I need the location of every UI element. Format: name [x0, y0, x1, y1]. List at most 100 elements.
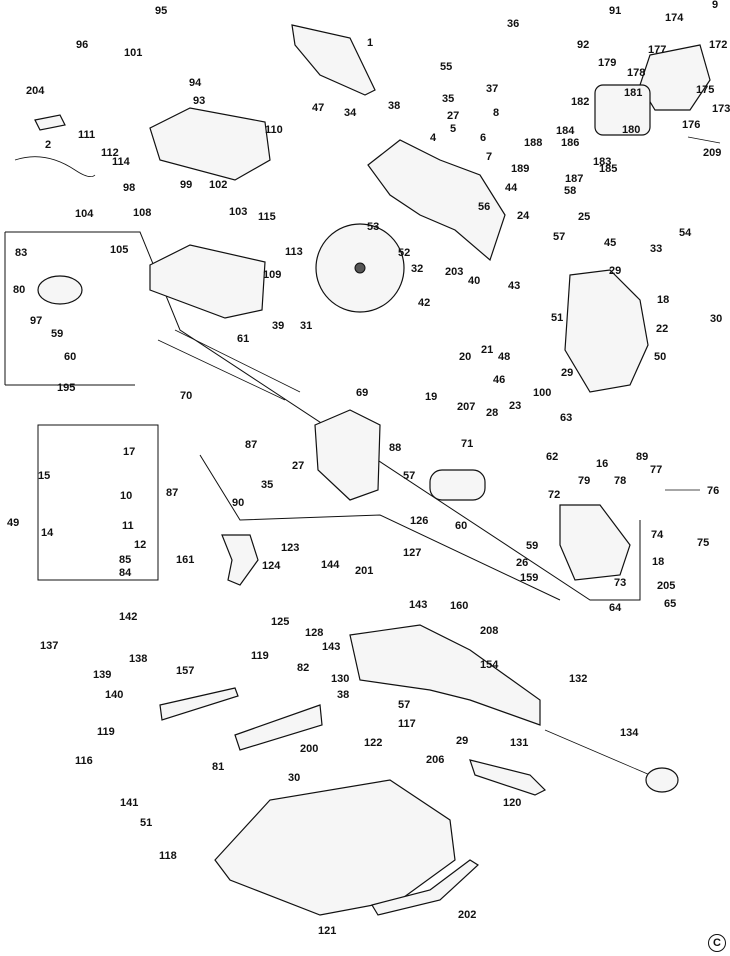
power-cord: [14, 156, 96, 178]
callout: 80: [13, 284, 26, 296]
callout: 118: [159, 850, 177, 862]
pin-209: [687, 136, 721, 144]
callout: 157: [176, 665, 195, 677]
callout: 138: [129, 653, 148, 665]
callout: 174: [665, 12, 684, 24]
callout: 27: [447, 110, 460, 122]
lock-handle-knob: [645, 767, 679, 793]
callout: 103: [229, 206, 248, 218]
callout: 57: [403, 470, 416, 482]
callout: 119: [97, 726, 115, 738]
callout: 74: [651, 529, 664, 541]
callout: 110: [265, 124, 283, 136]
lock-handle-shaft: [544, 729, 651, 776]
callout: 69: [356, 387, 369, 399]
callout: 6: [480, 132, 487, 144]
rail-upper: [157, 339, 286, 401]
callout: 98: [123, 182, 136, 194]
callout: 139: [93, 669, 112, 681]
callout: 111: [78, 129, 96, 141]
callout: 112: [101, 147, 119, 159]
callout: 87: [166, 487, 179, 499]
callout: 7: [486, 151, 493, 163]
operating-handle: [221, 534, 259, 586]
callout: 88: [389, 442, 402, 454]
callout: 24: [517, 210, 530, 222]
callout: 48: [498, 351, 511, 363]
callout: 10: [120, 490, 133, 502]
callout: 120: [503, 797, 522, 809]
callout: 187: [565, 173, 584, 185]
callout: 78: [614, 475, 627, 487]
callout: 15: [38, 470, 51, 482]
callout: 182: [571, 96, 590, 108]
copyright-symbol: C: [708, 934, 726, 952]
callout: 99: [180, 179, 193, 191]
callout: 126: [410, 515, 429, 527]
lower-housing: [149, 244, 266, 319]
assembly-49-frame: [37, 424, 159, 581]
saw-blade-hub: [354, 262, 366, 274]
callout: 141: [120, 797, 139, 809]
callout: 50: [654, 351, 667, 363]
callout: 179: [598, 57, 617, 69]
callout: 205: [657, 580, 676, 592]
callout: 176: [682, 119, 701, 131]
fence-right: [234, 704, 323, 751]
callout: 9: [712, 0, 719, 11]
callout: 154: [480, 659, 499, 671]
callout: 62: [546, 451, 559, 463]
callout: 109: [263, 269, 282, 281]
callout: 76: [707, 485, 720, 497]
callout: 58: [564, 185, 577, 197]
callout: 29: [561, 367, 574, 379]
slide-carriage: [314, 409, 381, 501]
bevel-bracket: [559, 504, 631, 581]
callout: 108: [133, 207, 152, 219]
callout: 82: [297, 662, 310, 674]
callout: 186: [561, 137, 580, 149]
callout: 209: [703, 147, 722, 159]
callout: 39: [272, 320, 285, 332]
bevel-lock-lever: [469, 759, 547, 796]
callout: 65: [664, 598, 677, 610]
callout: 117: [398, 718, 416, 730]
callout: 17: [123, 446, 136, 458]
callout: 124: [262, 560, 281, 572]
callout: 38: [388, 100, 401, 112]
callout: 159: [520, 572, 539, 584]
callout: 177: [648, 44, 667, 56]
callout: 52: [398, 247, 411, 259]
callout: 161: [176, 554, 195, 566]
callout: 54: [679, 227, 692, 239]
callout: 85: [119, 554, 132, 566]
callout: 71: [461, 438, 474, 450]
callout: 92: [577, 39, 590, 51]
fence: [159, 687, 239, 721]
callout: 188: [524, 137, 543, 149]
callout: 46: [493, 374, 506, 386]
callout: 125: [271, 616, 290, 628]
callout: 184: [556, 125, 575, 137]
callout: 61: [237, 333, 250, 345]
warning-label: [34, 114, 66, 131]
callout: 14: [41, 527, 54, 539]
callout: 87: [245, 439, 258, 451]
callout: 113: [285, 246, 303, 258]
callout: 35: [261, 479, 274, 491]
callout: 172: [709, 39, 728, 51]
callout: 202: [458, 909, 477, 921]
callout: 130: [331, 673, 350, 685]
motor-armature: [594, 84, 651, 136]
callout: 83: [15, 247, 28, 259]
callout: 70: [180, 390, 193, 402]
callout: 49: [7, 517, 20, 529]
callout: 34: [344, 107, 357, 119]
callout: 30: [710, 313, 723, 325]
callout: 116: [75, 755, 93, 767]
callout: 207: [457, 401, 476, 413]
callout: 195: [57, 382, 76, 394]
callout: 131: [510, 737, 529, 749]
callout: 134: [620, 727, 639, 739]
callout: 43: [508, 280, 521, 292]
